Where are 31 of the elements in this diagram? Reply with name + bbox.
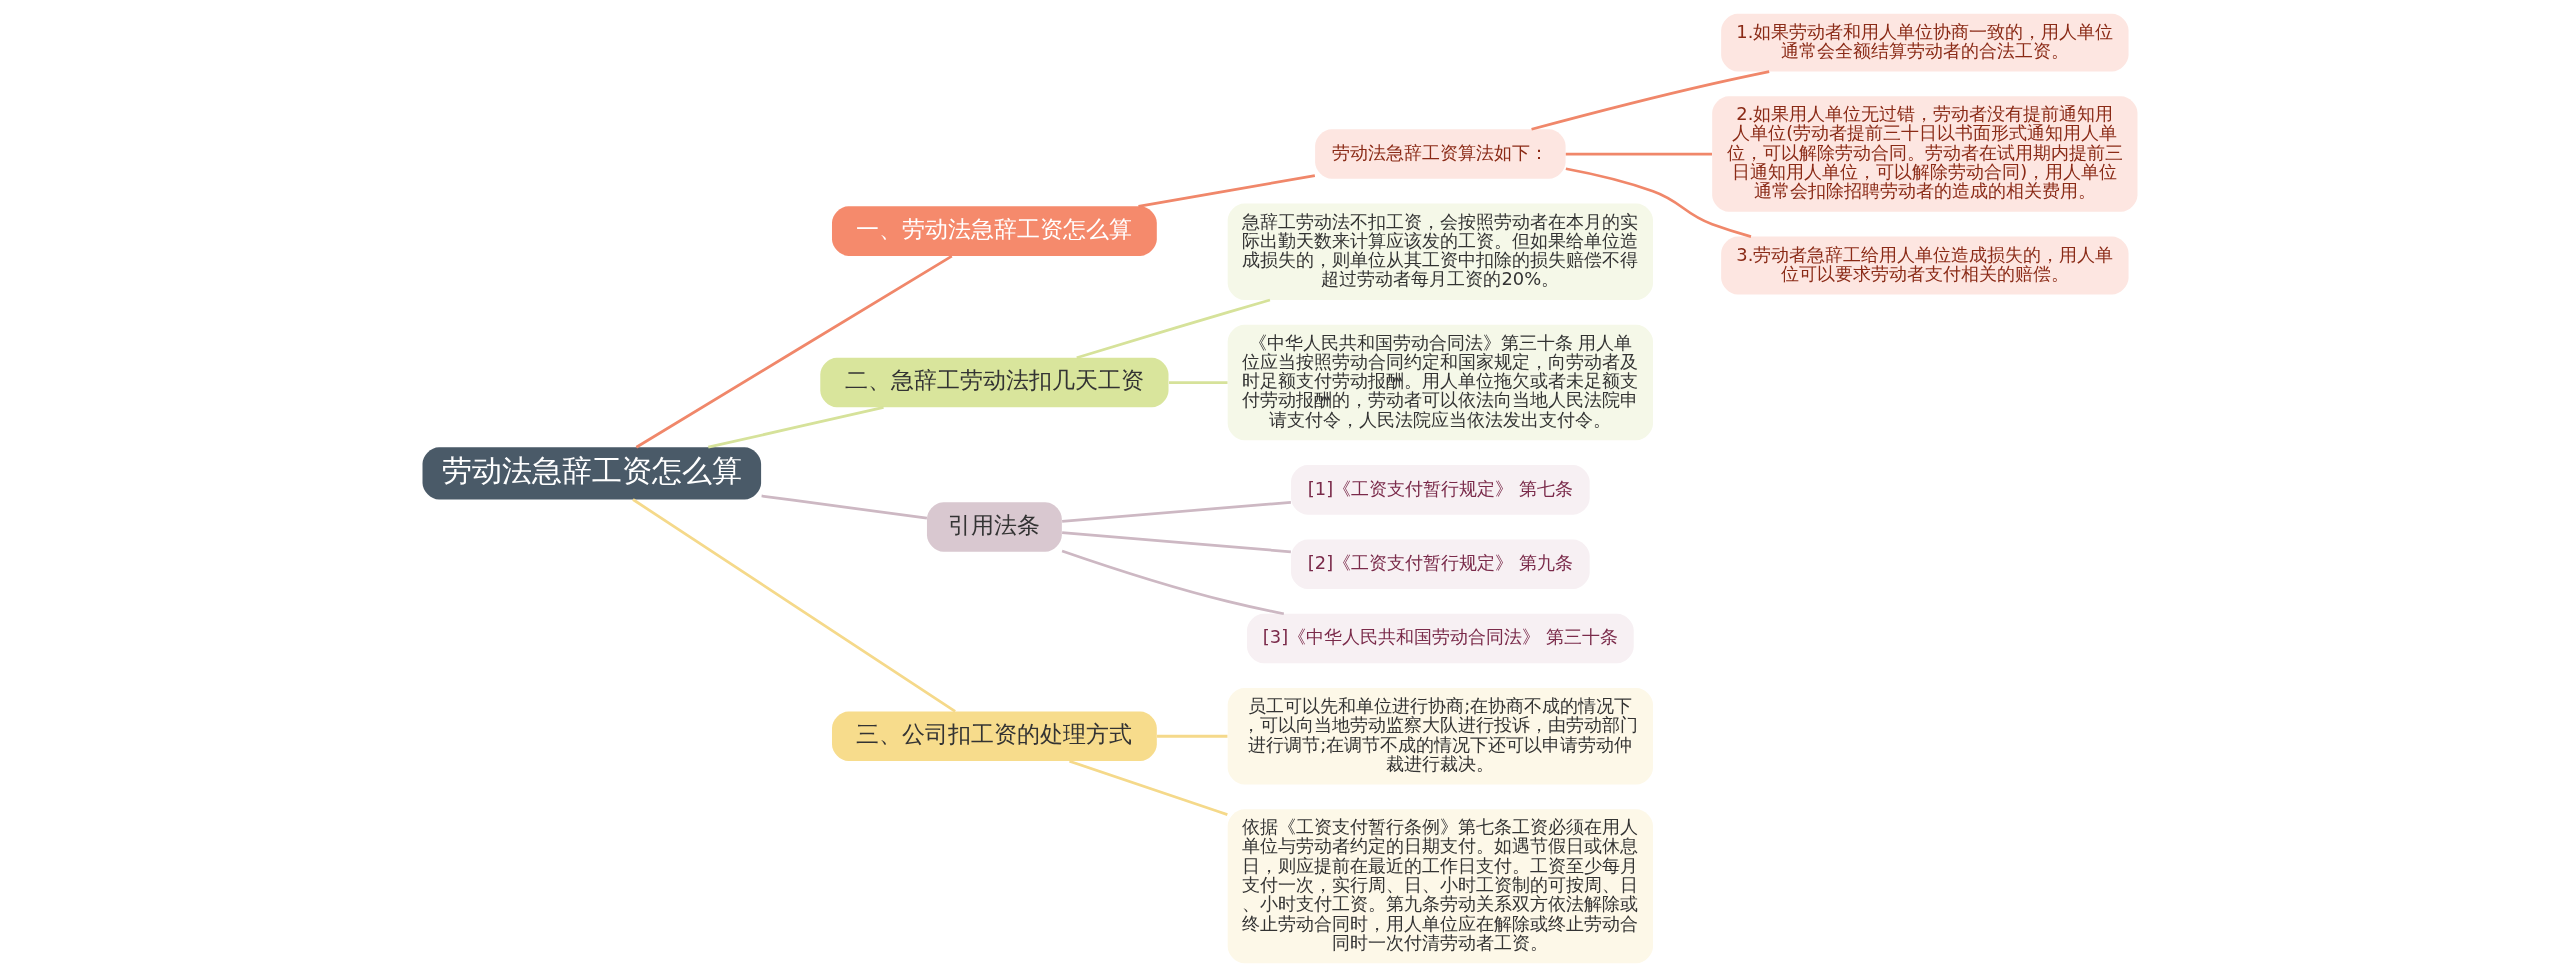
- connector: [1531, 70, 1770, 131]
- connector: [1565, 167, 1752, 238]
- node-box: [3]《中华人民共和国劳动合同法》 第三十条: [1246, 613, 1634, 664]
- connector: [761, 494, 928, 520]
- connector: [708, 406, 884, 449]
- node-box: [2]《工资支付暂行规定》 第九条: [1291, 539, 1590, 589]
- connector: [1076, 298, 1271, 359]
- node-box: 依据《工资支付暂行条例》第七条工资必须在用人单位与劳动者约定的日期支付。如遇节假日或休息日，则应提前在最近的工作日支付。工资至少每月支付一次，实行周、日、小时工资制的可按周、日、小时支付工资。第九条劳动关系双方依法解除或终止劳动合同时，用人单位应在解除或终止劳动合同时一次付清劳动者工资。: [1227, 809, 1653, 964]
- node-box: 三、公司扣工资的处理方式: [832, 711, 1157, 762]
- connector: [1565, 152, 1712, 156]
- connector: [1157, 734, 1228, 738]
- connector: [1169, 381, 1228, 384]
- node-box: 《中华人民共和国劳动合同法》第三十条 用人单位应当按照劳动合同约定和国家规定，向劳动者及时足额支付劳动报酬。用人单位拖欠或者未足额支付劳动报酬的，劳动者可以依法向当地人民法院申请支付令，人民法院应当依法发出支付令。: [1227, 324, 1653, 441]
- node-box: 3.劳动者急辞工给用人单位造成损失的，用人单位可以要求劳动者支付相关的赔偿。: [1721, 236, 2129, 295]
- node-box: 劳动法急辞工资怎么算: [422, 447, 762, 500]
- connector: [1062, 500, 1291, 523]
- connector: [1061, 549, 1285, 616]
- node-box: 员工可以先和单位进行协商;在协商不成的情况下，可以向当地劳动监察大队进行投诉，由劳动部门进行调节;在调节不成的情况下还可以申请劳动仲裁进行裁决。: [1227, 688, 1653, 785]
- node-box: 2.如果用人单位无过错，劳动者没有提前通知用人单位(劳动者提前三十日以书面形式通知用人单位，可以解除劳动合同。劳动者在试用期内提前三日通知用人单位，可以解除劳动合同)，用人单位通常会扣除招聘劳动者的造成的相关费用。: [1712, 96, 2138, 212]
- node-box: 二、急辞工劳动法扣几天工资: [820, 357, 1169, 408]
- node-box: 引用法条: [926, 502, 1062, 552]
- connector: [635, 254, 953, 449]
- connector: [1069, 759, 1228, 816]
- connector: [632, 498, 956, 713]
- connector: [1062, 531, 1291, 554]
- node-box: 一、劳动法急辞工资怎么算: [832, 206, 1157, 256]
- node-box: 劳动法急辞工资算法如下：: [1315, 129, 1566, 179]
- node-box: 1.如果劳动者和用人单位协商一致的，用人单位通常会全额结算劳动者的合法工资。: [1721, 13, 2129, 72]
- node-box: [1]《工资支付暂行规定》 第七条: [1291, 465, 1590, 515]
- node-box: 急辞工劳动法不扣工资，会按照劳动者在本月的实际出勤天数来计算应该发的工资。但如果给单位造成损失的，则单位从其工资中扣除的损失赔偿不得超过劳动者每月工资的20%。: [1227, 203, 1653, 300]
- connector: [1138, 174, 1316, 208]
